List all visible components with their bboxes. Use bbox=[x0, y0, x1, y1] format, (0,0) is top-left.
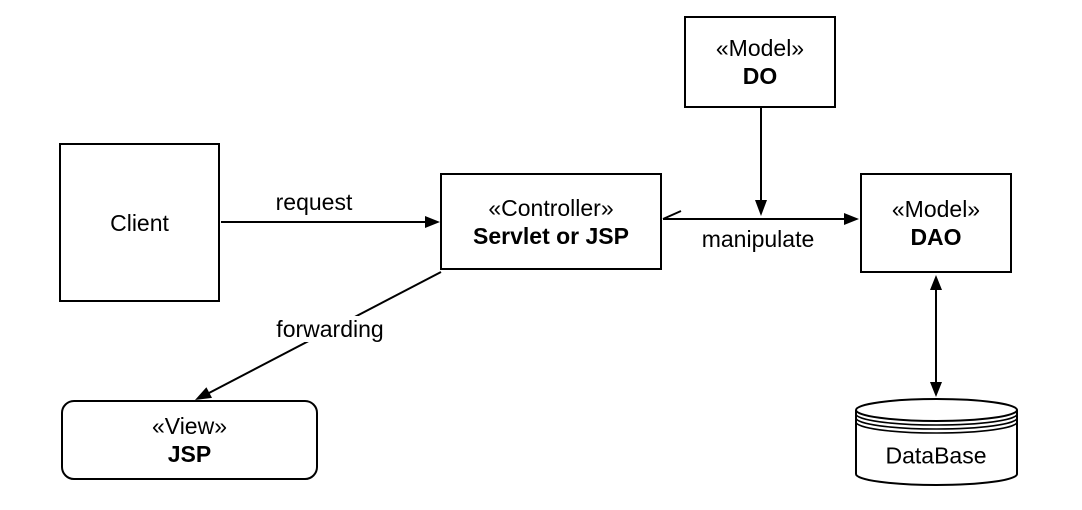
edge-label-forwarding: forwarding bbox=[271, 316, 389, 342]
node-controller: «Controller» Servlet or JSP bbox=[440, 173, 662, 270]
open-arrow-barb bbox=[662, 210, 682, 220]
do-arrow bbox=[755, 108, 767, 216]
request-arrow bbox=[221, 216, 440, 228]
node-stereotype-label: «View» bbox=[151, 413, 228, 439]
manipulate-arrow bbox=[662, 210, 859, 225]
node-name-label: JSP bbox=[167, 441, 212, 467]
database-label: DataBase bbox=[885, 442, 987, 469]
node-model-do: «Model» DO bbox=[684, 16, 836, 108]
node-stereotype-label: «Controller» bbox=[488, 194, 614, 221]
node-stereotype-label: «Model» bbox=[891, 196, 981, 222]
node-view-jsp: «View» JSP bbox=[61, 400, 318, 480]
arrowhead-up bbox=[930, 275, 942, 290]
arrowhead-right bbox=[844, 213, 859, 225]
arrowhead-right bbox=[425, 216, 440, 228]
node-name-label: Client bbox=[110, 209, 169, 236]
arrowhead-down-left bbox=[195, 387, 212, 400]
node-name-label: DO bbox=[742, 63, 778, 89]
arrowhead-down bbox=[930, 382, 942, 397]
arrowhead-down bbox=[755, 200, 767, 216]
node-name-label: DAO bbox=[910, 224, 962, 250]
database-cylinder-icon bbox=[855, 398, 1018, 486]
edge-label-manipulate: manipulate bbox=[701, 226, 815, 252]
edge-label-request: request bbox=[275, 189, 353, 215]
node-name-label: Servlet or JSP bbox=[473, 222, 629, 249]
node-client: Client bbox=[59, 143, 220, 302]
node-stereotype-label: «Model» bbox=[715, 35, 805, 61]
dao-database-arrow bbox=[930, 275, 942, 397]
node-model-dao: «Model» DAO bbox=[860, 173, 1012, 273]
